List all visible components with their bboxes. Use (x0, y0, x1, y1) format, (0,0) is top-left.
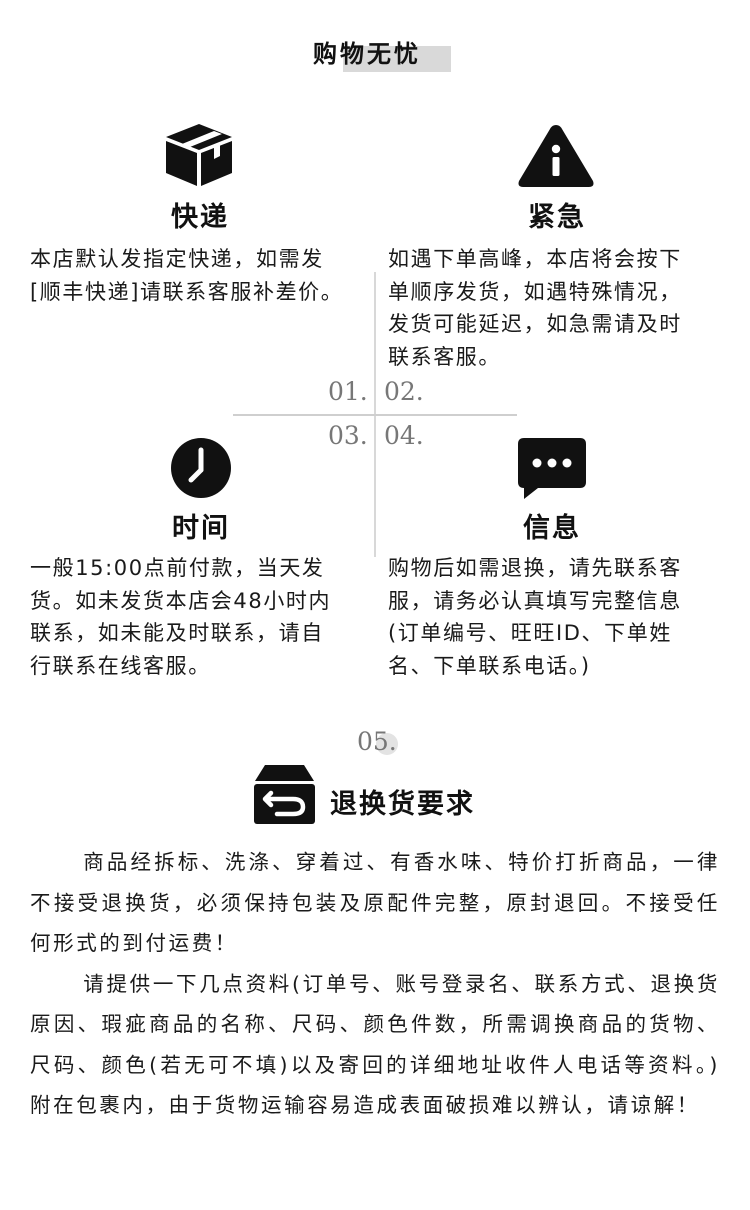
return-icon (253, 763, 316, 825)
text-line: 购物后如需退换，请先联系客 (388, 556, 682, 580)
express-text: 本店默认发指定快递，如需发 [顺丰快递]请联系客服补差价。 (30, 243, 370, 308)
clock-icon (170, 437, 232, 499)
returns-body: 商品经拆标、洗涤、穿着过、有香水味、特价打折商品，一律不接受退换货，必须保持包装… (30, 842, 720, 1126)
info-heading: 信息 (523, 513, 581, 544)
returns-paragraph: 商品经拆标、洗涤、穿着过、有香水味、特价打折商品，一律不接受退换货，必须保持包装… (30, 850, 720, 955)
title-highlight (343, 46, 451, 72)
step-number-05: 05. (357, 727, 397, 756)
box-icon (164, 122, 234, 188)
text-line: 单顺序发货，如遇特殊情况， (388, 279, 682, 304)
time-heading: 时间 (172, 513, 230, 544)
time-text: 一般15:00点前付款，当天发 货。如未发货本店会48小时内 联系，如未能及时联… (30, 552, 375, 682)
page-title: 购物无忧 (313, 40, 421, 68)
text-line: [顺丰快递]请联系客服补差价。 (30, 279, 344, 304)
express-heading: 快递 (171, 202, 229, 233)
text-line: 服，请务必认真填写完整信息 (388, 588, 682, 613)
step-number-04: 04. (384, 421, 424, 450)
divider-horizontal (233, 414, 517, 416)
text-line: 发货可能延迟，如急需请及时 (388, 312, 682, 336)
step-number-02: 02. (384, 377, 424, 406)
returns-paragraph: 请提供一下几点资料(订单号、账号登录名、联系方式、退换货原因、瑕疵商品的名称、尺… (30, 971, 720, 1118)
warning-icon (516, 122, 596, 190)
urgent-heading: 紧急 (528, 202, 586, 233)
text-line: 联系，如未能及时联系，请自 (30, 621, 324, 645)
step-number-dot (376, 733, 398, 755)
chat-icon (516, 436, 588, 500)
text-line: 联系客服。 (388, 344, 501, 369)
text-line: (订单编号、旺旺ID、下单姓 (388, 621, 672, 645)
urgent-text: 如遇下单高峰，本店将会按下 单顺序发货，如遇特殊情况， 发货可能延迟，如急需请及… (388, 243, 728, 373)
info-text: 购物后如需退换，请先联系客 服，请务必认真填写完整信息 (订单编号、旺旺ID、下… (388, 552, 733, 682)
text-line: 一般15:00点前付款，当天发 (30, 556, 325, 580)
step-number-01: 01. (328, 377, 368, 406)
returns-heading: 退换货要求 (330, 789, 475, 820)
text-line: 货。如未发货本店会48小时内 (30, 588, 332, 613)
text-line: 本店默认发指定快递，如需发 (30, 247, 324, 271)
step-number-03: 03. (328, 421, 368, 450)
text-line: 如遇下单高峰，本店将会按下 (388, 247, 682, 271)
text-line: 行联系在线客服。 (30, 653, 211, 678)
text-line: 名、下单联系电话。) (388, 653, 591, 678)
